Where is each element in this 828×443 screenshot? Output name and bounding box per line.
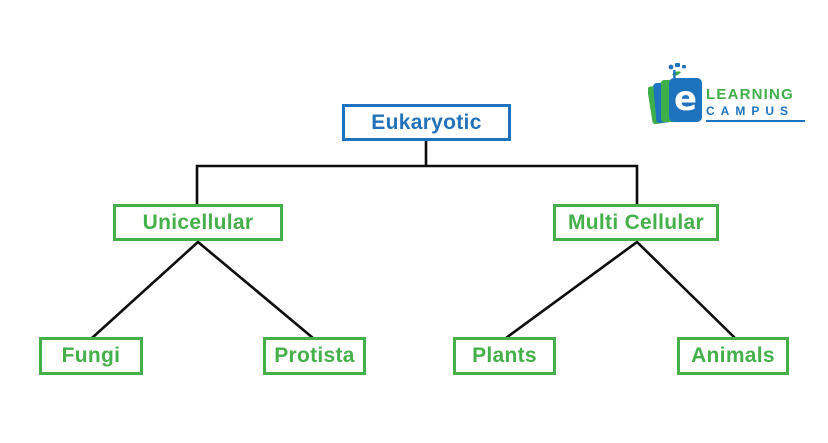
book-e-icon: e <box>648 63 702 125</box>
node-protista: Protista <box>263 337 366 375</box>
node-plants: Plants <box>453 337 556 375</box>
logo-wordmark: LEARNING CAMPUS <box>706 87 805 128</box>
node-eukaryotic: Eukaryotic <box>342 104 511 141</box>
logo-underline <box>706 120 805 122</box>
logo-campus-text: CAMPUS <box>706 104 795 118</box>
logo-learning-text: LEARNING <box>706 86 794 103</box>
node-multi-cellular-label: Multi Cellular <box>567 210 705 234</box>
node-animals: Animals <box>677 337 789 375</box>
node-fungi: Fungi <box>39 337 143 375</box>
node-multi-cellular: Multi Cellular <box>553 204 719 241</box>
elearning-campus-logo: e LEARNING CAMPUS <box>648 60 805 128</box>
node-unicellular: Unicellular <box>113 204 283 241</box>
logo-e-letter: e <box>674 79 697 119</box>
node-plants-label: Plants <box>472 344 537 367</box>
node-fungi-label: Fungi <box>61 344 121 367</box>
node-eukaryotic-label: Eukaryotic <box>371 110 482 134</box>
node-unicellular-label: Unicellular <box>142 210 254 234</box>
node-animals-label: Animals <box>691 344 775 367</box>
node-protista-label: Protista <box>274 344 355 367</box>
